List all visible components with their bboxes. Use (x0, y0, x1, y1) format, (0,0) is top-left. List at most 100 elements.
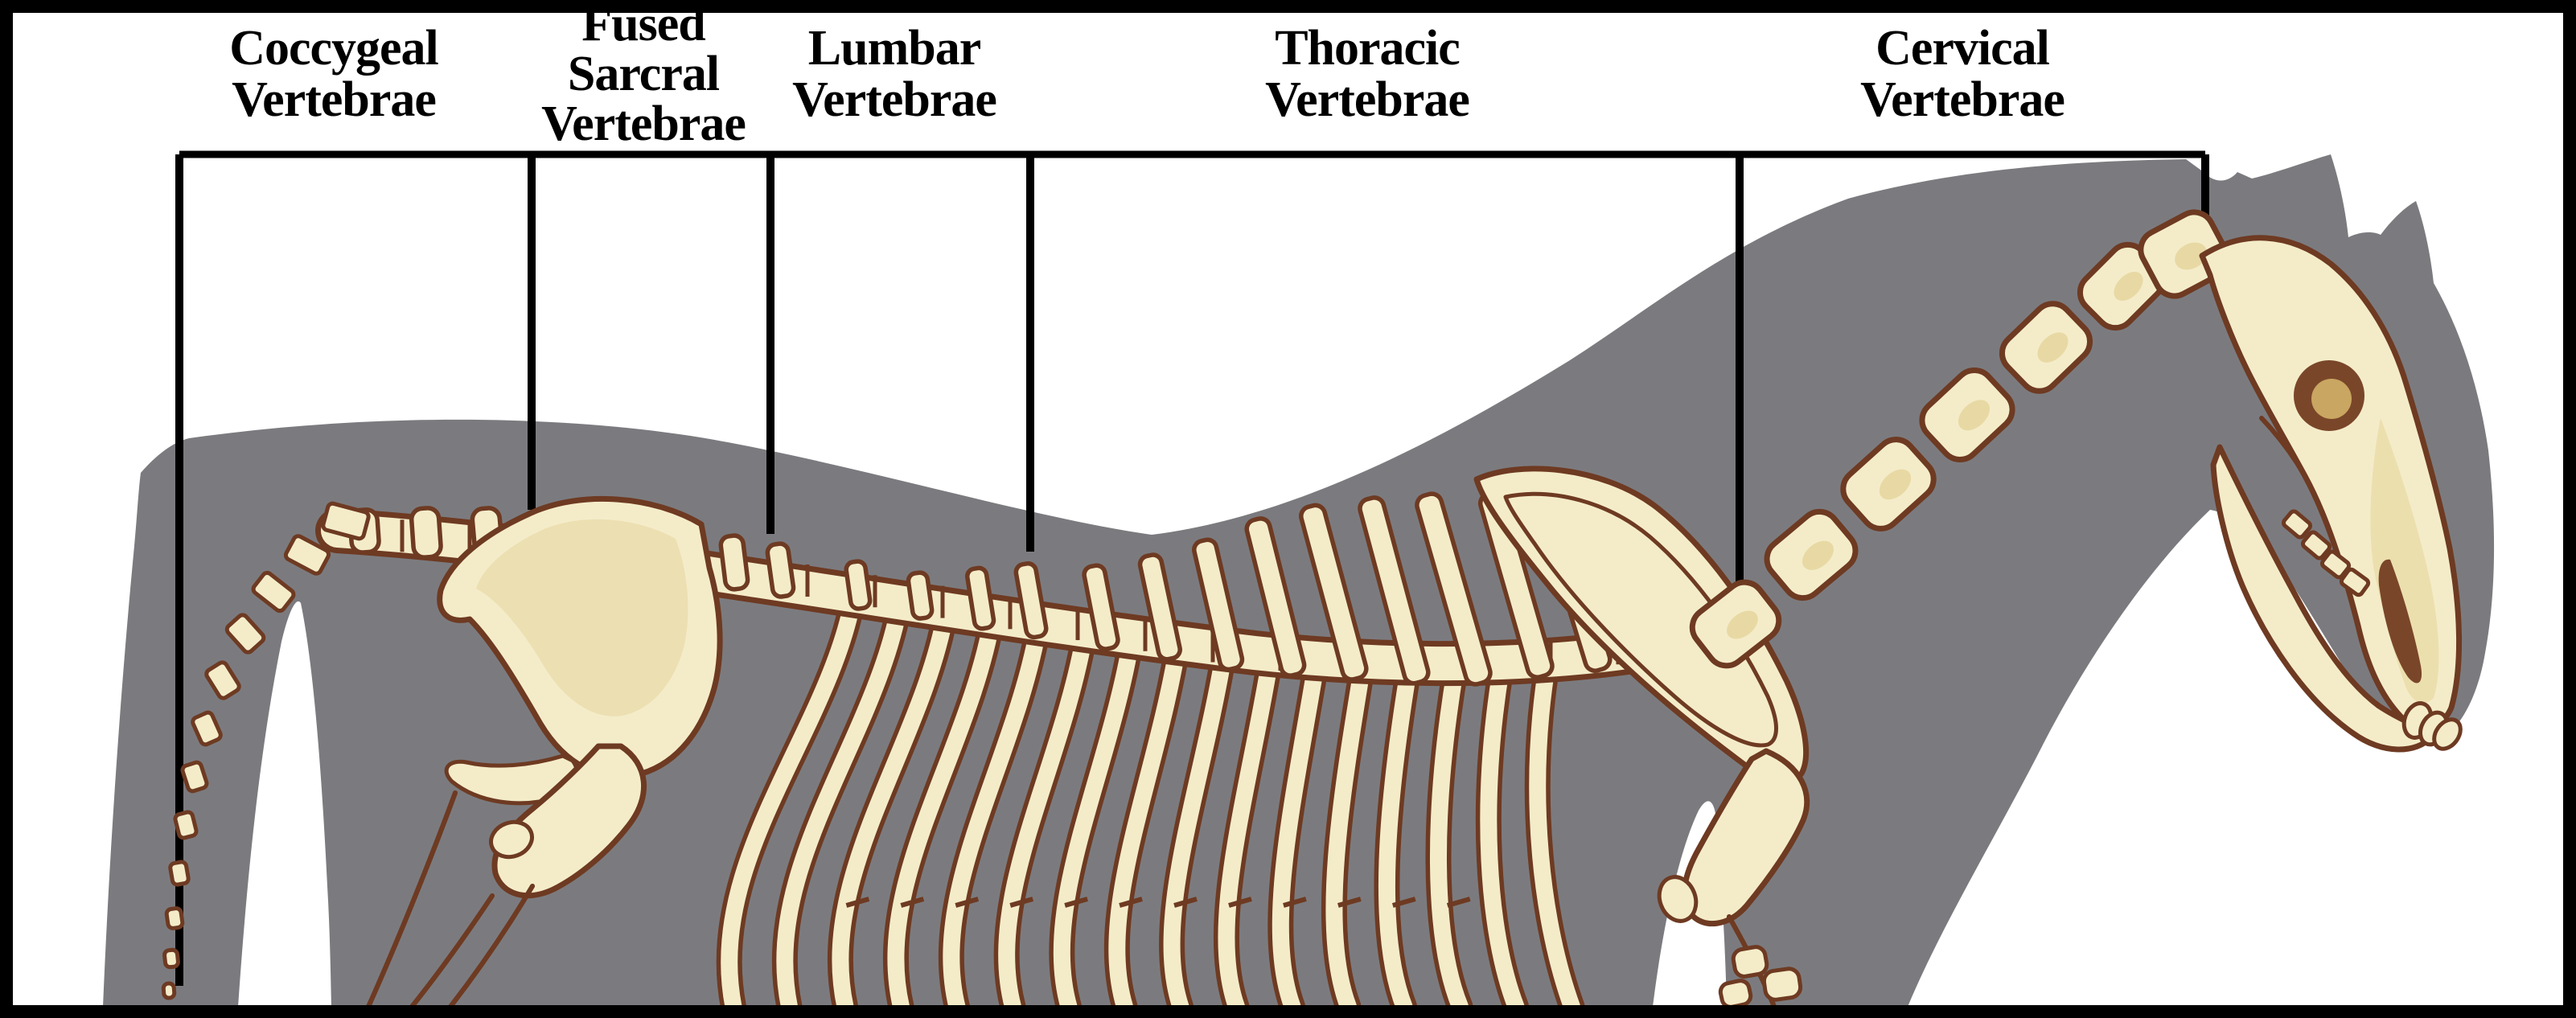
section-label-line: Lumbar (808, 21, 981, 76)
rib (1480, 658, 1525, 1016)
femur (491, 743, 647, 899)
tail-vertebra (180, 760, 209, 794)
rib (1218, 650, 1279, 1016)
tail-vertebra (168, 860, 191, 887)
section-label-line: Coccygeal (229, 21, 438, 76)
rib-cartilage-joint (845, 897, 870, 908)
section-label-line: Vertebrae (541, 96, 746, 151)
spinous-process (1358, 495, 1431, 686)
spinous-process (1415, 491, 1493, 687)
rib (832, 598, 955, 1016)
cervical-vertebra-shading (1802, 540, 1834, 570)
rib-cartilage-joint (1391, 897, 1416, 908)
rib (721, 584, 863, 1016)
rib-cartilage-joint (1009, 897, 1034, 908)
spinous-process (844, 559, 873, 611)
ribcage (716, 580, 1585, 1018)
cervical-vertebra-shading (2037, 332, 2069, 363)
eye-socket-center (2311, 379, 2352, 419)
rib (1108, 636, 1186, 1016)
spinous-process (409, 506, 443, 560)
spinous-process (1082, 563, 1120, 651)
skeleton (161, 209, 2463, 1018)
tail-vertebra (162, 947, 180, 970)
cervical-vertebra-shading (1958, 400, 1991, 431)
spinous-process (965, 565, 996, 631)
rib (943, 614, 1048, 1016)
skull-shading (2370, 418, 2439, 704)
cervical-vertebra-shading (1727, 610, 1758, 639)
carpal-bone (1731, 945, 1769, 979)
rib-cartilage-joint (1064, 897, 1088, 908)
spinous-process (718, 533, 750, 592)
rib-cartilage-joint (1337, 897, 1362, 908)
molar-tooth (2300, 530, 2332, 560)
cervical-vertebrae-chain (1689, 209, 2231, 669)
olecranon (1657, 875, 1699, 923)
patella (489, 819, 534, 860)
molar-tooth (2339, 567, 2371, 597)
section-label-line: Vertebrae (792, 72, 996, 127)
rib-cartilage-joint (1173, 897, 1198, 908)
rib-cartilage-joint (1283, 897, 1307, 908)
tail-leg-gap (238, 601, 331, 1007)
incisor-teeth (2401, 701, 2463, 751)
section-label-line: Thoracic (1275, 21, 1460, 76)
rib-cartilage-joint (955, 897, 980, 908)
nostril (2378, 559, 2422, 683)
section-label-line: Vertebrae (1860, 72, 2064, 127)
spinous-process (1299, 503, 1369, 682)
tail-vertebra (161, 981, 177, 1000)
pelvis (437, 495, 723, 780)
horse-silhouette (103, 154, 2495, 1007)
far-hind-leg (366, 790, 458, 1009)
spinous-process (765, 541, 796, 599)
section-label-line: Sarcral (568, 47, 720, 101)
carpal-bone (1718, 979, 1753, 1009)
rib-cartilage-joint (1119, 897, 1143, 908)
rib-cartilage-joint (1228, 897, 1252, 908)
zygomatic-line (2259, 416, 2325, 517)
spinous-process (1137, 552, 1182, 662)
cervical-vertebra-shading (2175, 242, 2208, 270)
tail-vertebra (283, 534, 331, 576)
rib (887, 606, 1001, 1016)
scapula-ridge (1503, 491, 1778, 748)
cervical-vertebra-shading (1879, 469, 1912, 500)
tail-vertebra (204, 660, 241, 700)
tibia (448, 884, 535, 1009)
rib (1163, 644, 1233, 1016)
molar-tooth (2281, 509, 2313, 540)
rib (1529, 652, 1580, 1016)
fibula (409, 893, 495, 1009)
incisor-tooth (2432, 717, 2463, 751)
rib (1325, 655, 1371, 1016)
tail-vertebra (191, 710, 223, 747)
spinous-process (1013, 561, 1049, 640)
rib-cartilage-joint (900, 897, 925, 908)
section-label-line: Vertebrae (232, 72, 436, 127)
rib-cartilage-joint (1446, 897, 1471, 908)
cervical-vertebra-shading (2114, 271, 2143, 302)
carpal-bone (1761, 967, 1803, 1002)
molar-teeth (2281, 509, 2371, 597)
spinous-process (1244, 516, 1307, 678)
section-label-line: Cervical (1876, 21, 2050, 76)
tail-vertebra (164, 906, 185, 930)
rib (1378, 659, 1418, 1016)
tail-vertebra (224, 613, 266, 655)
coccygeal-vertebrae (161, 501, 371, 1000)
rib (998, 622, 1094, 1016)
tail-vertebra (251, 570, 296, 614)
spinous-process (1192, 537, 1245, 672)
spinous-process (906, 570, 935, 621)
rib (776, 591, 909, 1016)
tail-vertebra (321, 501, 371, 541)
